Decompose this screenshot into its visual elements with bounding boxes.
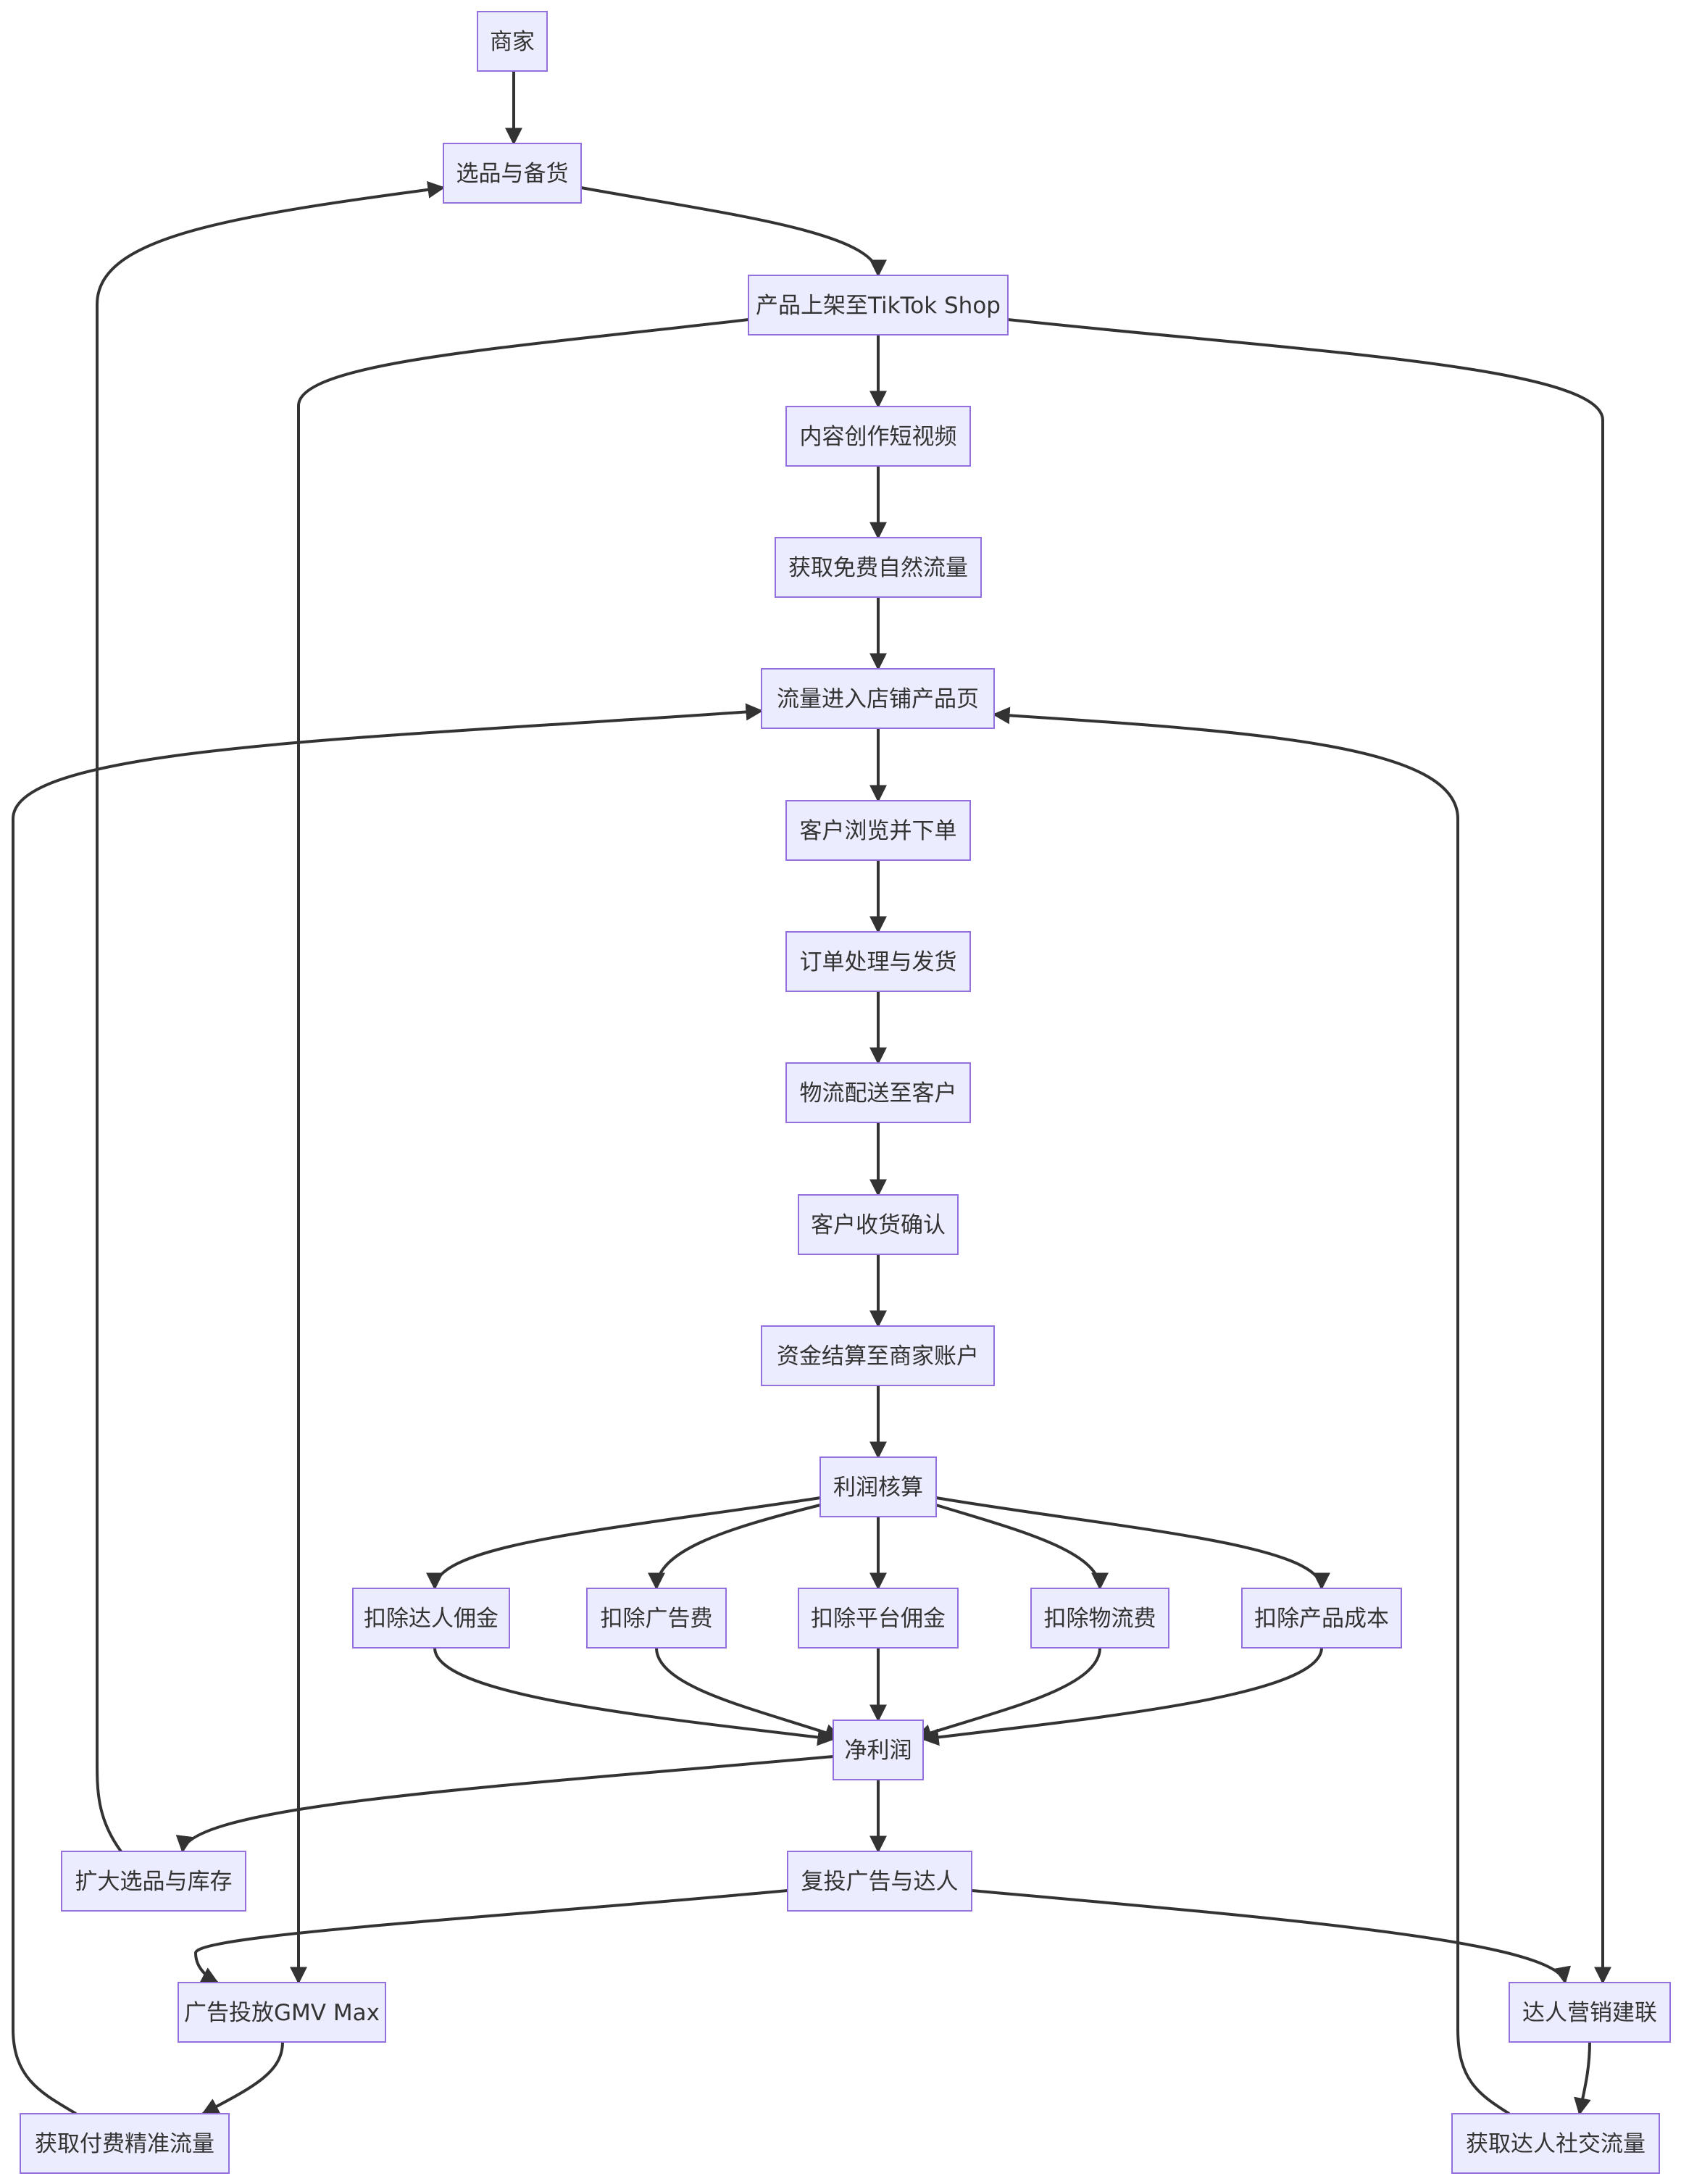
- node-gmv: 广告投放GMV Max: [178, 1982, 386, 2043]
- node-ded-ads: 扣除广告费: [586, 1588, 727, 1649]
- edge-net-to-expand: [175, 1755, 834, 1854]
- node-label: 获取达人社交流量: [1466, 2131, 1645, 2157]
- node-box: [798, 1588, 959, 1649]
- edge-social-to-store_page: [992, 707, 1511, 2115]
- node-label: 扣除平台佣金: [811, 1606, 946, 1632]
- node-ded-platform: 扣除平台佣金: [798, 1588, 959, 1649]
- node-net: 净利润: [833, 1720, 924, 1780]
- edge-ded_creator-to-net: [433, 1647, 835, 1746]
- node-creator: 达人营销建联: [1509, 1982, 1671, 2043]
- node-ded-logistics: 扣除物流费: [1030, 1588, 1169, 1649]
- node-box: [1030, 1588, 1169, 1649]
- node-profit: 利润核算: [819, 1456, 937, 1517]
- node-box: [785, 406, 971, 467]
- node-box: [785, 1062, 971, 1123]
- edge-creator-to-social: [1574, 2041, 1591, 2116]
- node-box: [477, 11, 548, 72]
- node-reinvest: 复投广告与达人: [787, 1851, 972, 1912]
- node-label: 扣除广告费: [601, 1606, 713, 1632]
- node-box: [748, 275, 1009, 335]
- node-label: 选品与备货: [456, 161, 569, 187]
- node-label: 商家: [490, 29, 535, 55]
- node-organic: 获取免费自然流量: [775, 537, 982, 598]
- node-box: [352, 1588, 510, 1649]
- node-box: [586, 1588, 727, 1649]
- node-fulfil: 订单处理与发货: [785, 931, 971, 992]
- edge-profit-to-ded_ads: [648, 1504, 821, 1591]
- node-receipt: 客户收货确认: [798, 1194, 959, 1255]
- node-box: [20, 2113, 230, 2174]
- edge-ded_ads-to-net: [655, 1647, 843, 1741]
- node-listing: 产品上架至TikTok Shop: [748, 275, 1009, 335]
- node-label: 客户浏览并下单: [800, 818, 957, 844]
- edge-reinvest-to-gmv: [193, 1889, 788, 1984]
- node-paid: 获取付费精准流量: [20, 2113, 230, 2174]
- node-store-page: 流量进入店铺产品页: [761, 668, 995, 729]
- edge-expand-to-select: [96, 180, 446, 1853]
- edge-profit-to-ded_cost: [935, 1496, 1330, 1591]
- node-label: 获取免费自然流量: [788, 555, 968, 581]
- node-expand: 扩大选品与库存: [61, 1851, 246, 1912]
- edge-ded_cost-to-net: [921, 1647, 1323, 1746]
- edge-layer: [12, 71, 1611, 2116]
- edge-paid-to-store_page: [12, 703, 764, 2115]
- node-box: [1241, 1588, 1402, 1649]
- node-box: [443, 143, 582, 204]
- edge-gmv-to-paid: [201, 2041, 284, 2115]
- node-box: [775, 537, 982, 598]
- node-box: [761, 668, 995, 729]
- node-label: 产品上架至TikTok Shop: [756, 293, 1001, 319]
- edge-profit-to-ded_creator: [426, 1496, 821, 1591]
- edge-listing-to-gmv: [290, 318, 749, 1985]
- node-social: 获取达人社交流量: [1451, 2113, 1660, 2174]
- node-label: 客户收货确认: [811, 1212, 946, 1238]
- node-label: 流量进入店铺产品页: [777, 686, 979, 712]
- node-box: [833, 1720, 924, 1780]
- node-label: 利润核算: [833, 1475, 923, 1501]
- node-browse: 客户浏览并下单: [785, 800, 971, 861]
- node-label: 物流配送至客户: [800, 1080, 957, 1106]
- node-label: 扣除物流费: [1044, 1606, 1156, 1632]
- node-label: 内容创作短视频: [800, 424, 957, 450]
- node-label: 广告投放GMV Max: [184, 2000, 380, 2026]
- node-delivery: 物流配送至客户: [785, 1062, 971, 1123]
- node-content: 内容创作短视频: [785, 406, 971, 467]
- edge-profit-to-ded_logistics: [935, 1504, 1109, 1591]
- node-label: 扣除达人佣金: [364, 1606, 499, 1632]
- node-box: [819, 1456, 937, 1517]
- node-select: 选品与备货: [443, 143, 582, 204]
- node-box: [785, 931, 971, 992]
- node-ded-cost: 扣除产品成本: [1241, 1588, 1402, 1649]
- node-label: 复投广告与达人: [801, 1869, 959, 1895]
- node-label: 订单处理与发货: [800, 949, 957, 975]
- node-label: 扣除产品成本: [1254, 1606, 1389, 1632]
- edge-select-to-listing: [580, 186, 887, 278]
- node-label: 净利润: [845, 1738, 912, 1764]
- edge-reinvest-to-creator: [971, 1889, 1571, 1985]
- node-box: [178, 1982, 386, 2043]
- node-label: 获取付费精准流量: [35, 2131, 214, 2157]
- node-box: [1451, 2113, 1660, 2174]
- node-box: [785, 800, 971, 861]
- node-settle: 资金结算至商家账户: [761, 1325, 995, 1386]
- node-box: [761, 1325, 995, 1386]
- node-label: 达人营销建联: [1522, 2000, 1657, 2026]
- node-ded-creator: 扣除达人佣金: [352, 1588, 510, 1649]
- node-label: 扩大选品与库存: [75, 1869, 233, 1895]
- edge-listing-to-creator: [1007, 318, 1611, 1985]
- node-label: 资金结算至商家账户: [777, 1343, 979, 1370]
- node-box: [1509, 1982, 1671, 2043]
- node-box: [798, 1194, 959, 1255]
- node-merchant: 商家: [477, 11, 548, 72]
- edge-ded_logistics-to-net: [914, 1647, 1101, 1741]
- node-box: [61, 1851, 246, 1912]
- node-box: [787, 1851, 972, 1912]
